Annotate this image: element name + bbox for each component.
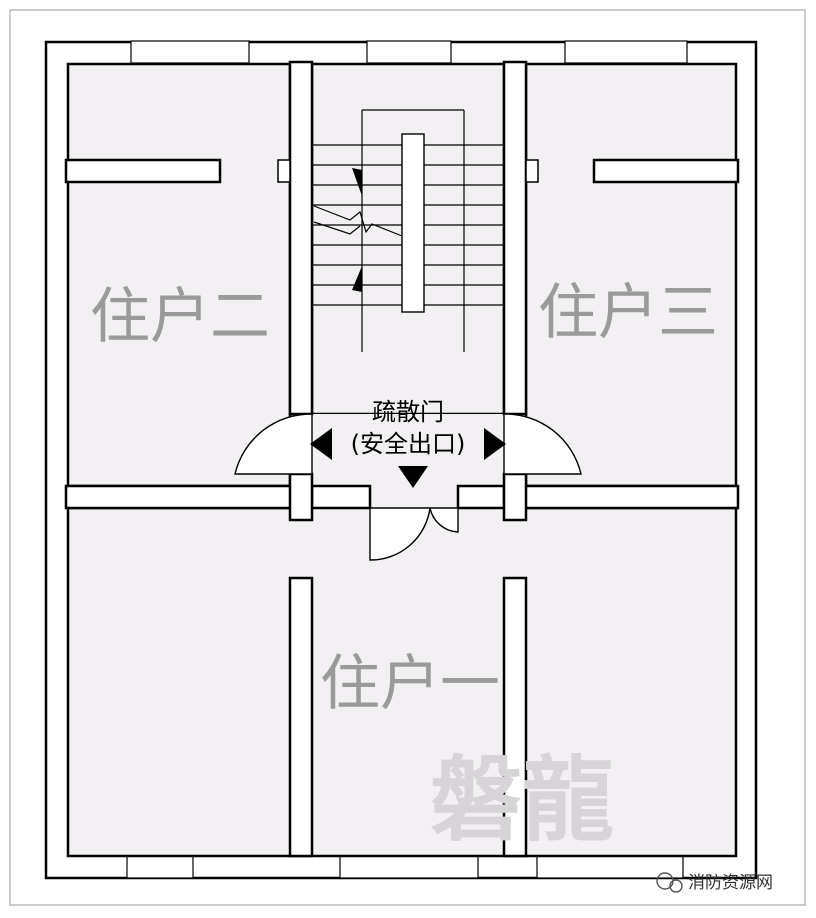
exit-label-subtitle: (安全出口) xyxy=(351,430,466,458)
door-unit-one-left xyxy=(369,507,431,561)
unit-one-area xyxy=(68,508,736,856)
stair-wall-left xyxy=(288,60,314,416)
stair-pier-right xyxy=(525,159,539,183)
exit-arrow-right xyxy=(484,428,506,460)
stair-arrow-down xyxy=(352,266,362,292)
mid-wall-right xyxy=(522,484,740,510)
room-label-unit-one: 住户一 xyxy=(320,649,500,719)
unit-two-room-b xyxy=(68,182,290,486)
unit-one-wall-left xyxy=(288,576,314,858)
column-left xyxy=(288,472,314,522)
stair-treads xyxy=(312,109,504,352)
mid-wall-left xyxy=(64,484,294,510)
stair-arrow-up xyxy=(352,168,362,196)
credit-text: 消防资源网 xyxy=(688,873,773,893)
stair-pier-left xyxy=(277,159,291,183)
door-unit-three xyxy=(503,413,582,475)
door-unit-two xyxy=(234,413,313,475)
mid-wall-center-left xyxy=(310,484,372,510)
door-unit-one-right xyxy=(429,507,459,533)
unit-one-wall-right xyxy=(502,576,528,858)
exit-arrow-down xyxy=(398,466,428,488)
unit-two-partition xyxy=(64,158,222,184)
room-label-unit-two: 住户二 xyxy=(90,282,270,352)
unit-two-room-a xyxy=(68,64,290,160)
unit-three-partition xyxy=(592,158,740,184)
top-windows xyxy=(130,40,688,64)
mid-wall-center-right xyxy=(456,484,506,510)
stair-wall-right xyxy=(502,60,528,416)
credit-mark: 消防资源网 xyxy=(656,872,773,893)
exit-arrow-left xyxy=(310,428,332,460)
column-right xyxy=(502,472,528,522)
unit-two-door-gap xyxy=(220,160,290,182)
room-label-unit-three: 住户三 xyxy=(538,278,718,348)
unit-three-area xyxy=(526,64,736,486)
exit-label-title: 疏散门 xyxy=(372,398,444,426)
watermark: 磐龍 xyxy=(430,746,614,854)
